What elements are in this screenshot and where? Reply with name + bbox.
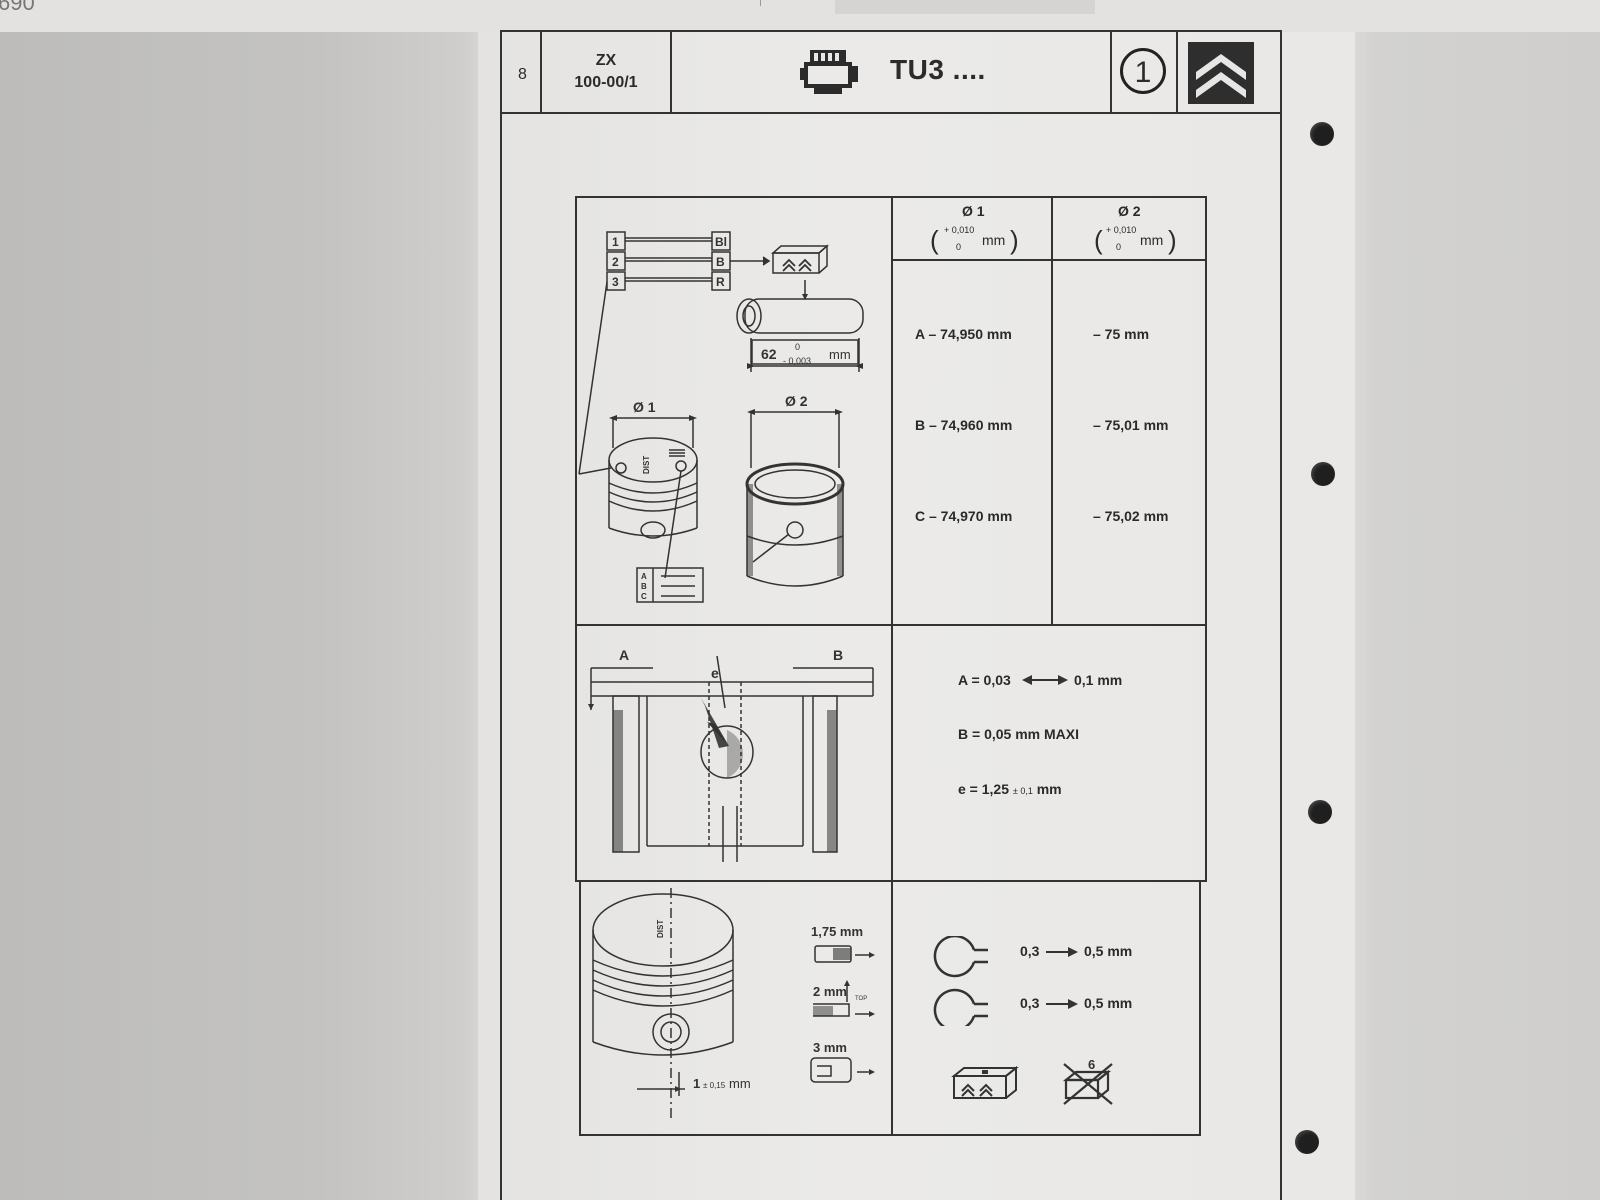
section-piston-rings (579, 880, 1201, 1136)
grade-c-diameter-2: – 75,02 mm (1093, 508, 1169, 524)
grade-letter-b: B (641, 582, 647, 591)
tolerance-bracket-open: ( (1094, 225, 1103, 255)
label-a: A (619, 647, 629, 663)
ring-gap-icons (933, 936, 988, 1026)
piston-rings-diagram: 1,75 mm 2 mm TOP 3 mm 1 ± 0,15 mm DIST (592, 888, 875, 1122)
color-b: B (716, 255, 725, 269)
tolerance-upper: + 0,010 (944, 225, 975, 235)
ring-1-thickness: 1,75 mm (811, 924, 863, 939)
window-top-strip: 690 (0, 0, 1600, 32)
spec-a-max: 0,1 mm (1074, 672, 1123, 688)
engine-icon (800, 50, 858, 94)
grade-letter-a: A (641, 572, 647, 581)
grade-letter-c: C (641, 592, 647, 601)
binder-hole (1308, 800, 1332, 824)
liner-protrusion-diagram: A B e (588, 647, 874, 862)
ruler-tick (760, 0, 761, 6)
column-divider (1051, 196, 1053, 626)
document-page (478, 32, 1355, 1200)
marking-box-icon (951, 1065, 1019, 1099)
crossed-number: 6 (1088, 1057, 1095, 1072)
dist-mark: DIST (656, 920, 665, 938)
piston-pin-diagram: 1 2 3 Bl B R 62 0 - 0,003 mm Ø 1 Ø 2 A B… (578, 231, 864, 603)
arrow-right-icon (1046, 999, 1078, 1009)
ring-3-thickness: 3 mm (813, 1040, 847, 1055)
header-divider (1176, 30, 1178, 112)
pin-tol-upper: 0 (795, 342, 800, 352)
col-header-diameter-1: Ø 1 (962, 203, 985, 219)
double-arrow-icon (1022, 675, 1068, 685)
label-e: e (711, 665, 719, 681)
tolerance-unit: mm (1140, 232, 1164, 248)
ring-gap-1-max: 0,5 mm (1084, 943, 1133, 959)
top-tab (835, 0, 1095, 14)
section-code: 100-00/1 (574, 74, 638, 91)
pin-tol-lower: - 0,003 (783, 356, 811, 366)
page-number: 8 (518, 66, 527, 83)
offset-unit: mm (729, 1076, 751, 1091)
dia2-label: Ø 2 (785, 393, 808, 409)
pin-length: 62 (761, 346, 777, 362)
ring-gap-1-min: 0,3 (1020, 943, 1040, 959)
label-b: B (833, 647, 843, 663)
ring-2-thickness: 2 mm (813, 984, 847, 999)
color-r: R (716, 275, 725, 289)
tolerance-unit: mm (982, 232, 1006, 248)
tolerance-upper: + 0,010 (1106, 225, 1137, 235)
spec-e-tolerance: ± 0,1 (1012, 786, 1033, 796)
no-reuse-crossed-icon: 6 (1062, 1057, 1113, 1105)
grade-a-diameter-1: A – 74,950 mm (915, 326, 1012, 342)
binder-hole (1295, 1130, 1319, 1154)
arrow-right-icon (1046, 947, 1078, 957)
binder-hole (1311, 462, 1335, 486)
grade-b-diameter-1: B – 74,960 mm (915, 417, 1013, 433)
ring-2-top-mark: TOP (855, 996, 867, 1002)
grade-b-diameter-2: – 75,01 mm (1093, 417, 1169, 433)
ring-gap-2-min: 0,3 (1020, 995, 1040, 1011)
engine-title: TU3 .... (890, 54, 986, 85)
spec-a: A = 0,03 (958, 672, 1011, 688)
tolerance-lower: 0 (956, 242, 962, 252)
header-divider (1110, 30, 1112, 112)
col-header-diameter-2: Ø 2 (1118, 203, 1141, 219)
tolerance-lower: 0 (1116, 242, 1122, 252)
page-frame (500, 30, 1282, 1200)
ring-gap-2-max: 0,5 mm (1084, 995, 1133, 1011)
column-divider (891, 624, 893, 882)
dia1-label: Ø 1 (633, 399, 656, 415)
spec-b: B = 0,05 mm MAXI (958, 726, 1079, 742)
header-divider (670, 30, 672, 112)
spec-e: e = 1,25 ± 0,1 mm (958, 781, 1062, 797)
header-divider (540, 30, 542, 112)
page-header: 8 ZX 100-00/1 TU3 .... 1 (500, 30, 1282, 114)
tolerance-bracket-close: ) (1168, 225, 1177, 255)
grade-c-diameter-1: C – 74,970 mm (915, 508, 1013, 524)
binder-hole (1310, 122, 1334, 146)
model-code: ZX (595, 52, 617, 69)
dist-mark: DIST (642, 456, 651, 474)
grade-a-diameter-2: – 75 mm (1093, 326, 1150, 342)
spec-e-value: e = 1,25 (958, 781, 1009, 797)
mark-2: 2 (612, 255, 619, 269)
offset-value: 1 (693, 1076, 700, 1091)
reference-code: ZX 100-00/1 (542, 50, 670, 94)
tolerance-bracket-close: ) (1010, 225, 1019, 255)
column-divider (891, 880, 893, 1136)
corner-fragment: 690 (0, 0, 35, 15)
mark-1: 1 (612, 235, 619, 249)
mark-3: 3 (612, 275, 619, 289)
color-bl: Bl (715, 235, 727, 249)
tolerance-bracket-open: ( (930, 225, 939, 255)
offset-tolerance: ± 0,15 (703, 1081, 726, 1090)
citroen-logo-icon (1188, 42, 1254, 104)
pin-unit: mm (829, 347, 851, 362)
column-divider (891, 196, 893, 626)
header-row-divider (891, 259, 1207, 261)
spec-e-unit: mm (1036, 781, 1062, 797)
circled-number: 1 (1120, 48, 1166, 94)
